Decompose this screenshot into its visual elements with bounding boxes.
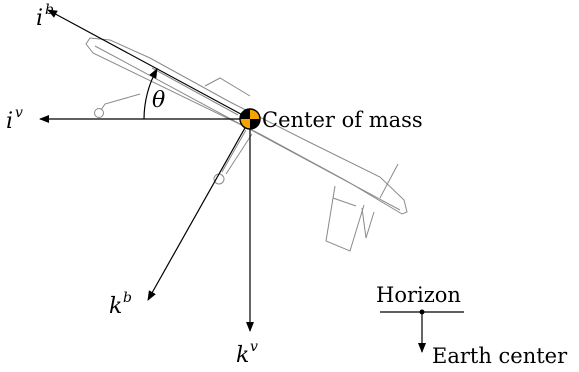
kb-axis-arrow xyxy=(147,118,251,301)
ib-axis-arrow xyxy=(47,9,251,120)
label-horizon: Horizon xyxy=(376,283,461,307)
label-ib: i b xyxy=(36,2,54,31)
svg-text:i: i xyxy=(6,109,13,134)
svg-text:v: v xyxy=(250,339,258,355)
label-kb: k b xyxy=(109,290,132,319)
svg-text:b: b xyxy=(45,2,54,18)
label-iv: i v xyxy=(6,105,23,134)
svg-text:k: k xyxy=(109,294,122,319)
svg-text:i: i xyxy=(36,6,43,31)
uav-aircraft-outline xyxy=(85,37,408,252)
svg-text:v: v xyxy=(15,105,23,121)
label-center-of-mass: Center of mass xyxy=(262,108,423,132)
svg-text:b: b xyxy=(123,290,132,306)
center-of-mass-icon xyxy=(239,108,261,130)
label-earth-center: Earth center xyxy=(432,344,568,368)
theta-angle-arc xyxy=(143,68,158,120)
svg-text:k: k xyxy=(236,343,249,368)
label-theta: θ xyxy=(152,88,165,113)
label-kv: k v xyxy=(236,339,258,368)
